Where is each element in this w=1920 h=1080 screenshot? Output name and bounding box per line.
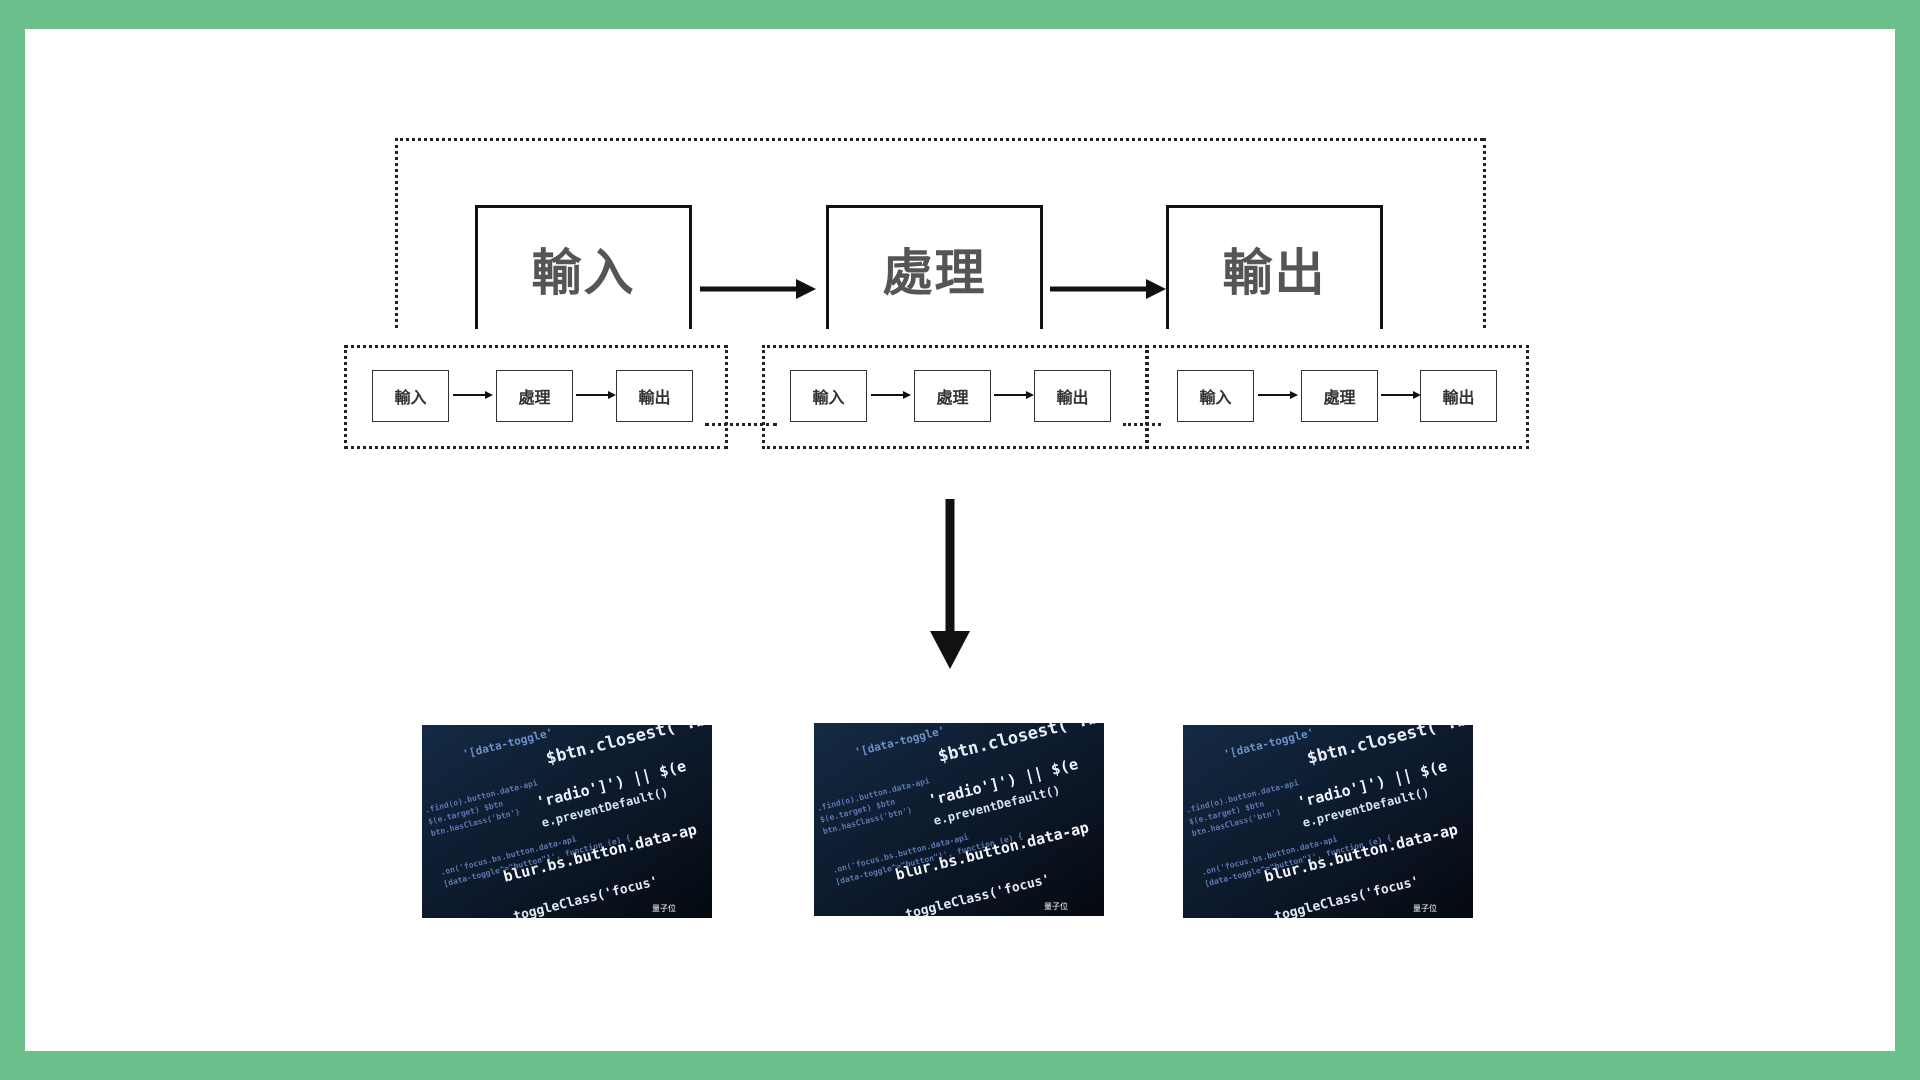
slide-canvas: 輸入 處理 輸出 輸入 處理 輸出 輸入 <box>25 29 1895 1051</box>
group-connector-2 <box>1123 423 1161 426</box>
code-image-2: '[data-toggle' $btn.closest('.b 'radio']… <box>814 723 1104 916</box>
main-input-box: 輸入 <box>475 205 692 329</box>
outer-loop-right <box>1483 138 1486 328</box>
code1-watermark: 量子位 <box>652 903 676 913</box>
sub1-process-label: 處理 <box>518 388 551 407</box>
sub3-input-box: 輸入 <box>1177 370 1254 422</box>
sub1-arrow-2 <box>576 391 616 399</box>
sub2-process-box: 處理 <box>914 370 991 422</box>
main-process-box: 處理 <box>826 205 1043 329</box>
sub2-arrow-1 <box>871 391 911 399</box>
code3-watermark: 量子位 <box>1413 903 1437 913</box>
code-image-1: '[data-toggle' $btn.closest('.b 'radio']… <box>422 725 712 918</box>
sub3-process-label: 處理 <box>1323 388 1356 407</box>
sub2-arrow-2 <box>994 391 1034 399</box>
sub3-arrow-2 <box>1381 391 1421 399</box>
main-arrow-2 <box>1050 279 1166 299</box>
sub3-input-label: 輸入 <box>1199 388 1232 407</box>
sub1-arrow-1 <box>453 391 493 399</box>
sub3-output-box: 輸出 <box>1420 370 1497 422</box>
down-arrow <box>930 499 970 669</box>
sub2-output-label: 輸出 <box>1056 388 1089 407</box>
sub-flow-group-1 <box>344 345 728 449</box>
main-process-label: 處理 <box>882 243 987 302</box>
sub3-output-label: 輸出 <box>1442 388 1475 407</box>
sub-flow-group-3 <box>1146 345 1529 449</box>
sub2-input-box: 輸入 <box>790 370 867 422</box>
main-output-label: 輸出 <box>1222 243 1327 302</box>
outer-loop-left <box>395 138 398 328</box>
sub1-input-label: 輸入 <box>394 388 427 407</box>
sub1-input-box: 輸入 <box>372 370 449 422</box>
code-image-3: '[data-toggle' $btn.closest('.b 'radio']… <box>1183 725 1473 918</box>
sub3-arrow-1 <box>1258 391 1298 399</box>
sub1-output-label: 輸出 <box>638 388 671 407</box>
group-connector-1 <box>705 423 777 426</box>
sub2-output-box: 輸出 <box>1034 370 1111 422</box>
sub1-process-box: 處理 <box>496 370 573 422</box>
outer-loop-top <box>395 138 1483 141</box>
sub1-output-box: 輸出 <box>616 370 693 422</box>
main-input-label: 輸入 <box>531 243 636 302</box>
main-arrow-1 <box>700 279 816 299</box>
code2-watermark: 量子位 <box>1044 901 1068 911</box>
sub2-process-label: 處理 <box>936 388 969 407</box>
sub3-process-box: 處理 <box>1301 370 1378 422</box>
sub2-input-label: 輸入 <box>812 388 845 407</box>
main-output-box: 輸出 <box>1166 205 1383 329</box>
